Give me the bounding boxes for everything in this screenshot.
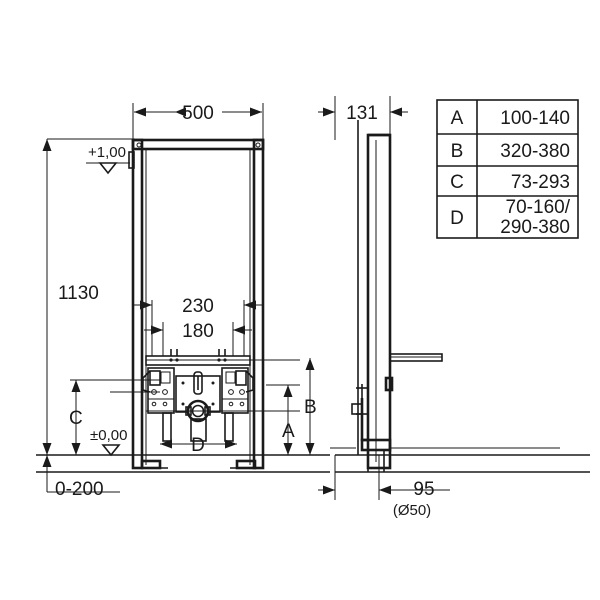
level-marker-top: +1,00 <box>86 144 130 175</box>
specification-table: A 100-140 B 320-380 C 73-293 D 70-160/ 2… <box>436 99 579 239</box>
dim-C-label: C <box>69 408 83 429</box>
table-cell-value-line2: 290-380 <box>500 217 570 238</box>
table-cell-value: 73-293 <box>511 172 570 193</box>
frame-side-elevation <box>330 120 590 473</box>
level-zero-label: ±0,00 <box>90 427 127 444</box>
level-zero-triangle-icon <box>101 444 121 457</box>
table-cell-key: B <box>451 141 464 162</box>
dim-180-label: 180 <box>182 321 214 342</box>
dim-diameter-50-label: (Ø50) <box>393 502 431 519</box>
dim-95-label: 95 <box>413 479 434 500</box>
table-cell-value: 100-140 <box>500 108 570 129</box>
table-cell-value-line1: 70-160/ <box>506 197 571 218</box>
level-triangle-icon <box>98 162 118 175</box>
dimension-180: 180 <box>144 321 252 356</box>
dim-230-label: 230 <box>182 296 214 317</box>
table-cell-key: A <box>451 108 464 129</box>
dimension-depth-131: 131 <box>318 96 408 140</box>
mounting-mechanism-assembly <box>110 349 300 442</box>
dimension-width-500: 500 <box>132 103 264 145</box>
dim-0-200-label: 0-200 <box>55 479 104 500</box>
dimension-0-200: 0-200 <box>40 455 120 500</box>
table-cell-value: 320-380 <box>500 141 570 162</box>
level-marker-zero: ±0,00 <box>90 427 127 457</box>
table-cell-key: C <box>450 172 464 193</box>
level-top-label: +1,00 <box>88 144 126 161</box>
dim-131-label: 131 <box>346 103 378 124</box>
dim-width-500-label: 500 <box>182 103 214 124</box>
table-row: A 100-140 <box>451 108 570 129</box>
table-cell-key: D <box>450 208 464 229</box>
dim-B-label: B <box>304 397 317 418</box>
table-row: B 320-380 <box>451 141 570 162</box>
ground-lines-front <box>36 454 330 473</box>
dim-D-label: D <box>191 435 205 456</box>
dimension-C: C <box>69 379 160 455</box>
table-row: C 73-293 <box>450 172 570 193</box>
dimension-D: D <box>160 435 237 456</box>
dimension-height-1130: 1130 <box>40 138 135 456</box>
dim-height-1130-label: 1130 <box>58 283 99 304</box>
table-row: D 70-160/ 290-380 <box>450 197 571 238</box>
dimension-A: A <box>266 384 300 455</box>
dim-A-label: A <box>282 421 295 442</box>
dimension-B: B <box>304 358 317 455</box>
dimension-95: 95 (Ø50) <box>318 455 450 519</box>
